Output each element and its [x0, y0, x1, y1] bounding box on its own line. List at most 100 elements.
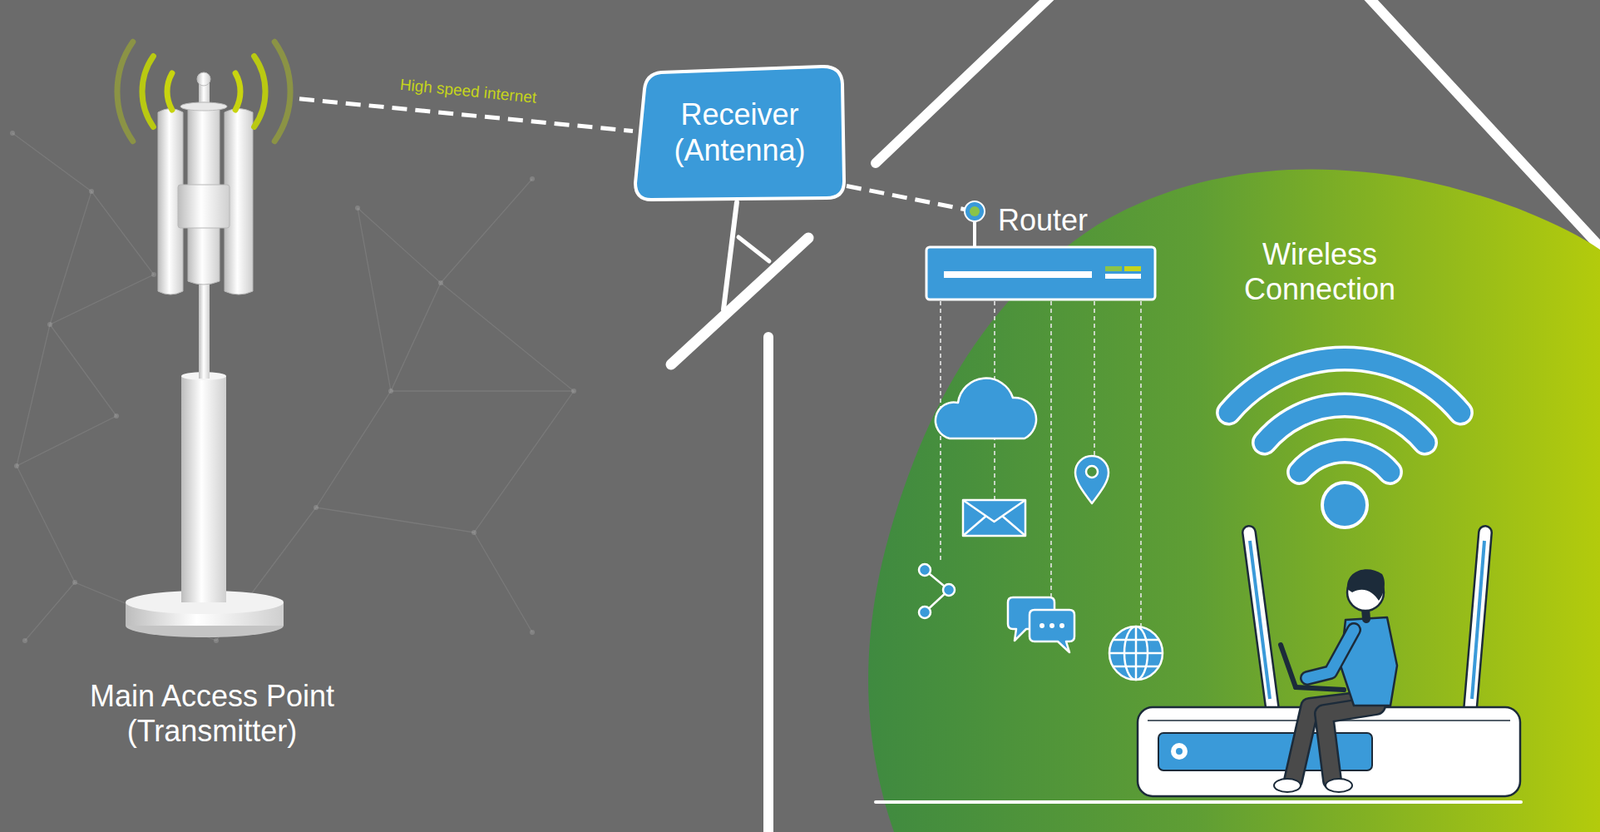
router-led	[1124, 266, 1141, 272]
house-wall	[763, 336, 774, 832]
wifi-arc	[1229, 358, 1462, 413]
laptop-base	[1295, 686, 1344, 690]
receiver-antenna: Receiver (Antenna)	[632, 64, 847, 202]
router-antenna-stripe	[1249, 540, 1270, 699]
router-power-icon	[1175, 747, 1183, 755]
network-dot	[529, 176, 535, 182]
signal-link	[299, 98, 633, 132]
globe-line	[1113, 665, 1159, 668]
arm-outline	[1307, 629, 1354, 678]
router-power-icon	[1170, 742, 1188, 760]
person-illustration	[1274, 568, 1398, 792]
node-label: Main Access Point (Transmitter)	[62, 678, 362, 750]
chat-dot	[1049, 622, 1055, 628]
floor-line	[875, 800, 1521, 804]
chat-bubble	[1029, 609, 1075, 652]
router-slot	[943, 271, 1092, 278]
edge-label: High speed internet	[399, 75, 538, 108]
envelope-fold	[962, 515, 987, 536]
service-link	[1093, 301, 1096, 456]
share-icon-node	[943, 583, 955, 596]
network-pattern	[12, 133, 574, 641]
network-dot	[47, 321, 53, 327]
home-router-illustration	[1137, 532, 1521, 796]
wifi-arc-outline	[1264, 404, 1426, 443]
network-dot	[9, 130, 15, 136]
network-dot	[14, 463, 20, 469]
node-text-group: Router	[997, 202, 1153, 238]
wifi-arc	[1264, 404, 1426, 443]
signal-arc	[235, 73, 241, 110]
router-antenna-outline	[1249, 532, 1273, 709]
coverage-area	[868, 169, 1600, 832]
network-dot	[113, 413, 119, 419]
node-shape	[124, 33, 300, 645]
shoe	[1325, 778, 1353, 792]
router-antenna-light	[969, 206, 980, 217]
service-link	[1050, 301, 1052, 597]
network-dot	[355, 205, 361, 211]
signal-arc	[117, 41, 134, 141]
receiver-outline	[635, 66, 845, 200]
edge-label-holder: High speed internet	[399, 75, 538, 108]
arm	[1307, 629, 1354, 678]
signal-arc	[274, 41, 291, 141]
network-dot	[571, 388, 577, 394]
envelope-icon	[962, 499, 1026, 536]
router-led	[1105, 273, 1141, 279]
cloud-icon	[935, 378, 1037, 439]
signal-link	[846, 185, 965, 209]
router-antenna	[1249, 532, 1273, 709]
router-box	[926, 246, 1156, 300]
envelope-flap	[962, 499, 1026, 522]
wifi-arc-outline	[1299, 450, 1391, 472]
network-dot	[438, 280, 444, 286]
globe-line	[1109, 651, 1163, 655]
chat-dot	[1039, 622, 1045, 628]
chat-dot	[1059, 622, 1065, 628]
node-text-group: Main Access Point (Transmitter)	[62, 678, 362, 750]
mount-brace	[738, 237, 770, 262]
network-dot	[313, 504, 319, 510]
wifi-symbol	[1229, 358, 1462, 528]
tower-column	[181, 375, 227, 603]
antenna-tip	[197, 72, 211, 86]
service-link	[1140, 301, 1142, 626]
wifi-dot	[1322, 482, 1368, 528]
signal-arc	[254, 56, 266, 128]
network-dot	[471, 529, 477, 535]
network-line	[12, 133, 574, 641]
antenna-mount	[671, 202, 809, 365]
router-antenna-head	[964, 201, 985, 222]
house-outline	[768, 0, 1600, 832]
transmitter-tower: Main Access Point (Transmitter)	[124, 33, 300, 645]
node-label: Router	[997, 202, 1153, 238]
network-dot	[72, 579, 78, 585]
roof-line	[875, 0, 1052, 163]
service-links	[940, 301, 1141, 626]
leg-outline	[1323, 705, 1377, 781]
node-text-group: Receiver (Antenna)	[632, 64, 847, 202]
antenna-ring	[180, 102, 228, 111]
network-dots	[9, 130, 577, 643]
section-label: Wireless Connection	[1211, 237, 1428, 308]
signal-arc	[167, 73, 173, 110]
service-icons	[918, 378, 1163, 680]
router-device: Router	[964, 199, 1156, 302]
router-antenna-outline	[1470, 532, 1486, 709]
router-led	[1105, 266, 1122, 272]
location-pin-icon	[1075, 455, 1109, 504]
signal-arc	[142, 56, 154, 128]
wifi-arc	[1299, 450, 1391, 472]
transmitter-tower-illustration	[125, 72, 284, 638]
node-label: Receiver (Antenna)	[656, 97, 824, 168]
mount-bar	[671, 237, 809, 365]
router-antenna-stick	[972, 221, 977, 247]
hair	[1347, 568, 1385, 601]
share-icon-node	[918, 606, 931, 618]
network-dot	[213, 637, 219, 643]
